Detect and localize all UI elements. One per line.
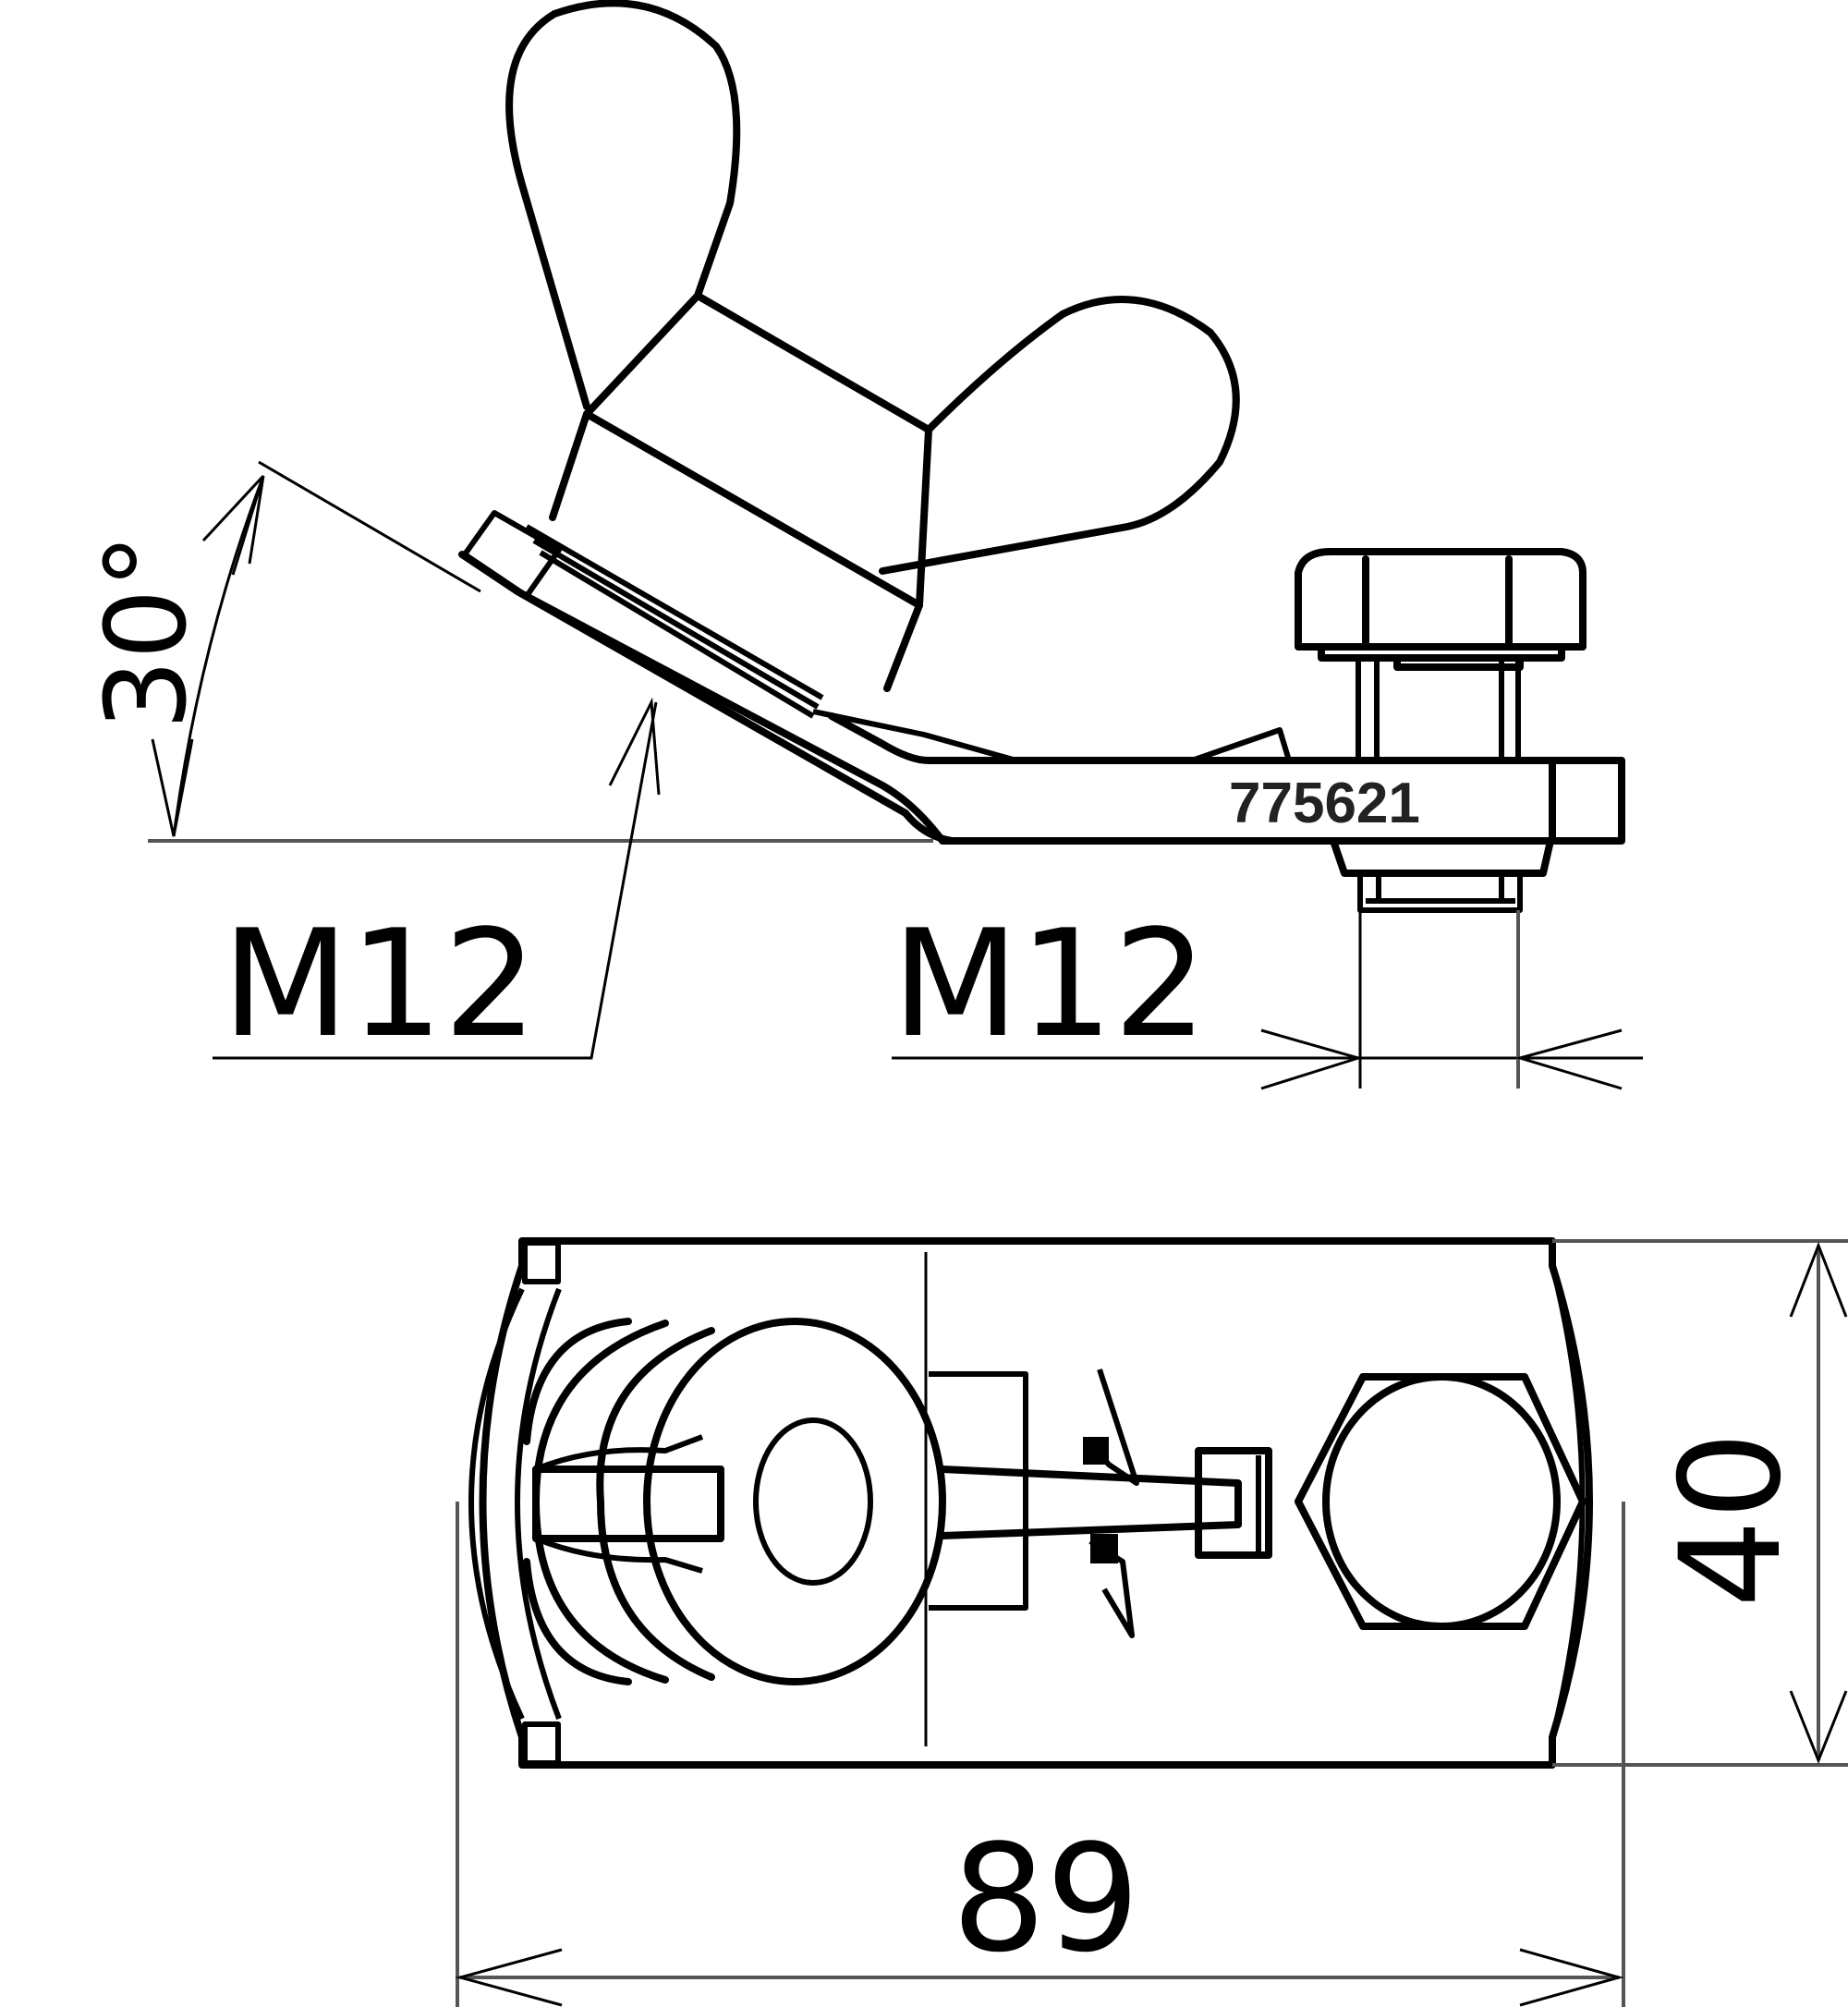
wing-tab-right — [939, 1466, 1242, 1539]
lightning-top-icon — [1088, 1368, 1139, 1486]
bolt-hex-head — [1295, 548, 1587, 651]
left-thread-leader-arrow-icon — [608, 697, 661, 796]
length-dimension-label: 89 — [952, 1812, 1140, 1985]
side-view: 30° 775621 — [83, 0, 1643, 1090]
wing-tab-left — [532, 1466, 724, 1542]
plate-left-inner-curve — [515, 1287, 562, 1721]
length-arrow-right-icon — [1519, 1948, 1624, 2007]
bar-wedge — [1191, 727, 1292, 763]
angle-arc — [172, 475, 265, 837]
wing-nut-ring-2 — [596, 1327, 715, 1681]
clamp-bar-lower-edge — [514, 588, 955, 845]
width-dimension-label: 40 — [1651, 1431, 1812, 1608]
bolt-threaded-end — [1357, 873, 1523, 913]
wing-nut-outer — [643, 1318, 946, 1685]
left-thread-leader-line — [213, 701, 658, 1060]
width-arrow-top-icon — [1789, 1241, 1848, 1318]
bottom-washer — [1330, 837, 1554, 877]
plate-left-curve — [468, 1287, 525, 1721]
right-thread-label: M12 — [892, 897, 1208, 1070]
wing-nut-body-upper — [583, 292, 932, 609]
bar-wedge-left — [812, 709, 1017, 763]
length-arrow-left-icon — [455, 1948, 563, 2007]
hex-bolt-top — [1295, 1373, 1587, 1630]
wing-nut-center-hole — [753, 1417, 873, 1586]
top-view: 40 89 — [455, 1237, 1848, 2007]
wing-nut-body-lower — [549, 410, 923, 692]
thread-arrow-right-icon — [1514, 1028, 1623, 1090]
thread-arrow-left-icon — [1260, 1028, 1364, 1090]
angle-arrow-bottom-icon — [151, 738, 194, 837]
wing-nut-left-wing — [505, 0, 741, 410]
angle-extension-line — [258, 460, 481, 593]
plate-corner-top — [522, 1240, 561, 1284]
width-arrow-bottom-icon — [1789, 1690, 1848, 1765]
lightning-bottom-block — [1090, 1534, 1118, 1563]
wing-tab-left-flare — [534, 1434, 704, 1574]
part-number-label: 775621 — [1229, 772, 1420, 835]
washer-plate — [462, 510, 562, 599]
bar-underlay — [929, 1371, 1028, 1611]
angle-label: 30° — [83, 533, 212, 730]
washer-slab — [525, 524, 824, 719]
clamp-block — [1195, 1447, 1272, 1559]
plate-corner-bottom — [522, 1721, 561, 1766]
lightning-top-block — [1083, 1437, 1109, 1465]
wing-nut-right-wing — [879, 296, 1240, 575]
left-thread-label: M12 — [222, 897, 538, 1070]
angle-arrow-top-icon — [201, 474, 265, 576]
hex-bolt-washer — [1322, 1373, 1561, 1630]
wing-nut-ring-4 — [523, 1318, 632, 1685]
